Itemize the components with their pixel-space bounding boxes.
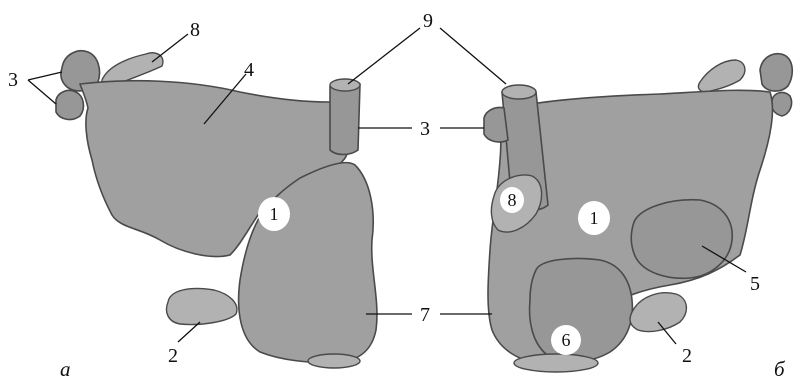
structure-9-left-top xyxy=(330,79,360,91)
structure-2-right xyxy=(630,293,686,332)
label-7: 7 xyxy=(420,304,430,326)
figure-left xyxy=(56,51,377,368)
label-3-left: 3 xyxy=(8,69,18,91)
label-5: 5 xyxy=(750,273,760,295)
badge-label-8-right: 8 xyxy=(508,190,517,210)
figure-right xyxy=(484,54,792,372)
leader-9-left xyxy=(348,28,420,84)
badge-label-1-left: 1 xyxy=(270,204,279,224)
label-2-left: 2 xyxy=(168,345,178,367)
structure-6 xyxy=(530,258,633,361)
badge-label-1-right: 1 xyxy=(590,208,599,228)
structure-7-base xyxy=(308,354,360,368)
structure-2-left xyxy=(167,289,237,325)
badge-label-6: 6 xyxy=(562,330,571,350)
structure-3-mid xyxy=(484,107,508,142)
panel-label-a: а xyxy=(60,357,71,379)
leader-9-right xyxy=(440,28,506,84)
structure-6-base xyxy=(514,354,598,372)
structure-5 xyxy=(631,200,732,279)
leader-3-left-b xyxy=(28,80,56,104)
leader-8-left xyxy=(152,34,188,62)
structure-9-right-top xyxy=(502,85,536,99)
structure-8-right xyxy=(698,60,745,92)
label-2-right: 2 xyxy=(682,345,692,367)
label-4: 4 xyxy=(244,59,254,81)
label-3-mid: 3 xyxy=(420,118,430,140)
label-8-left: 8 xyxy=(190,19,200,41)
structure-3-right-upper xyxy=(760,54,792,91)
structure-3-left-lower xyxy=(56,90,83,119)
leader-3-left-a xyxy=(28,72,62,80)
structure-3-right-lower xyxy=(771,93,791,116)
label-9: 9 xyxy=(423,10,433,32)
panel-label-b: б xyxy=(774,357,786,379)
